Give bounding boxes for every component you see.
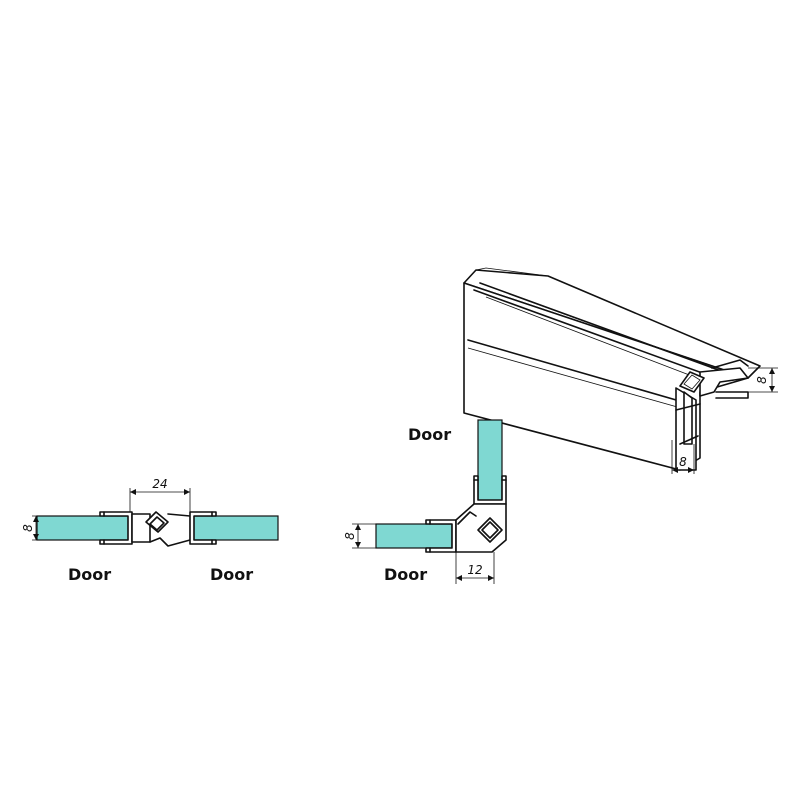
straight-left-door-label: Door <box>68 565 111 584</box>
right-glass-panel <box>189 515 279 541</box>
straight-thickness-dim: 8 <box>21 524 35 532</box>
corner-left-door-label: Door <box>384 565 427 584</box>
corner-joint-view: 12 8 Door Door <box>343 419 507 584</box>
vertical-glass-panel <box>477 419 503 505</box>
left-glass-panel <box>36 515 130 541</box>
straight-joint-view: 24 8 Door Door <box>21 477 279 584</box>
corner-top-door-label: Door <box>408 425 451 444</box>
corner-thickness-dim: 8 <box>343 532 357 540</box>
profile-3d-view: 8 8 <box>463 267 778 474</box>
profile-width-dim: 8 <box>679 455 687 469</box>
straight-width-dim: 24 <box>152 477 167 491</box>
profile-height-dim: 8 <box>755 376 769 384</box>
straight-right-door-label: Door <box>210 565 253 584</box>
corner-offset-dim: 12 <box>467 563 482 577</box>
horizontal-glass-panel <box>375 523 453 549</box>
